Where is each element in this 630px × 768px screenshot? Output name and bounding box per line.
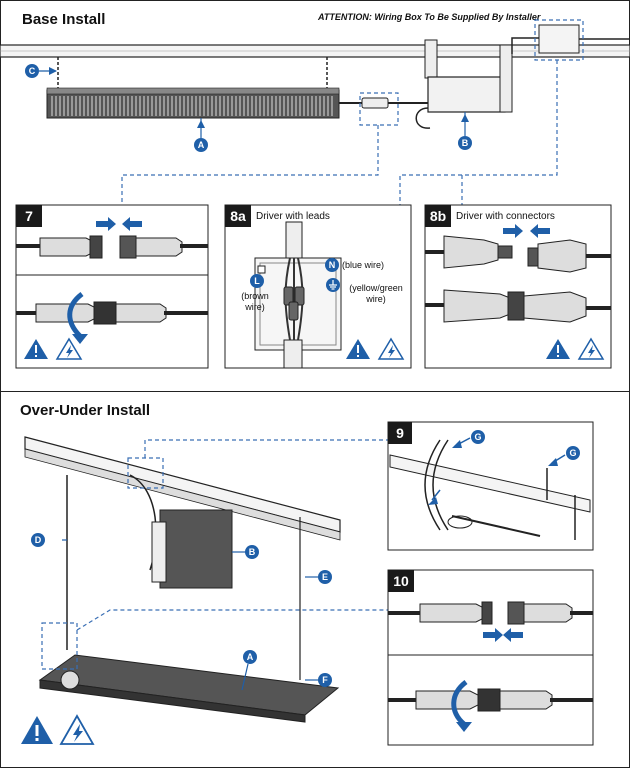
callout-c: C — [25, 64, 39, 78]
over-under-title: Over-Under Install — [20, 402, 151, 419]
step-7-number: 7 — [16, 205, 42, 227]
callout-g-right: G — [566, 446, 580, 460]
attention-note: ATTENTION: Wiring Box To Be Supplied By … — [318, 12, 541, 22]
callout-d: D — [31, 533, 45, 547]
base-install-drawing — [0, 19, 630, 369]
callout-a: A — [194, 138, 208, 152]
callout-a-over-under: A — [243, 650, 257, 664]
callout-b: B — [458, 136, 472, 150]
base-install-title: Base Install — [22, 11, 106, 28]
yellow-green-wire-label: (yellow/green wire) — [349, 283, 403, 304]
callout-b-over-under: B — [245, 545, 259, 559]
callout-e: E — [318, 570, 332, 584]
callout-g-left: G — [471, 430, 485, 444]
step-10-number: 10 — [388, 570, 414, 592]
blue-wire-label: (blue wire) — [342, 260, 385, 270]
brown-wire-label: (brown wire) — [241, 291, 269, 312]
step-8a-title: Driver with leads — [256, 211, 330, 222]
callout-f: F — [318, 673, 332, 687]
over-under-section — [0, 391, 630, 768]
step-9-number: 9 — [388, 422, 412, 444]
step-8a-number: 8a — [225, 205, 251, 227]
step-8b-title: Driver with connectors — [456, 211, 555, 222]
callout-n: N — [325, 258, 339, 272]
step-8b-number: 8b — [425, 205, 451, 227]
callout-l: L — [250, 274, 264, 288]
